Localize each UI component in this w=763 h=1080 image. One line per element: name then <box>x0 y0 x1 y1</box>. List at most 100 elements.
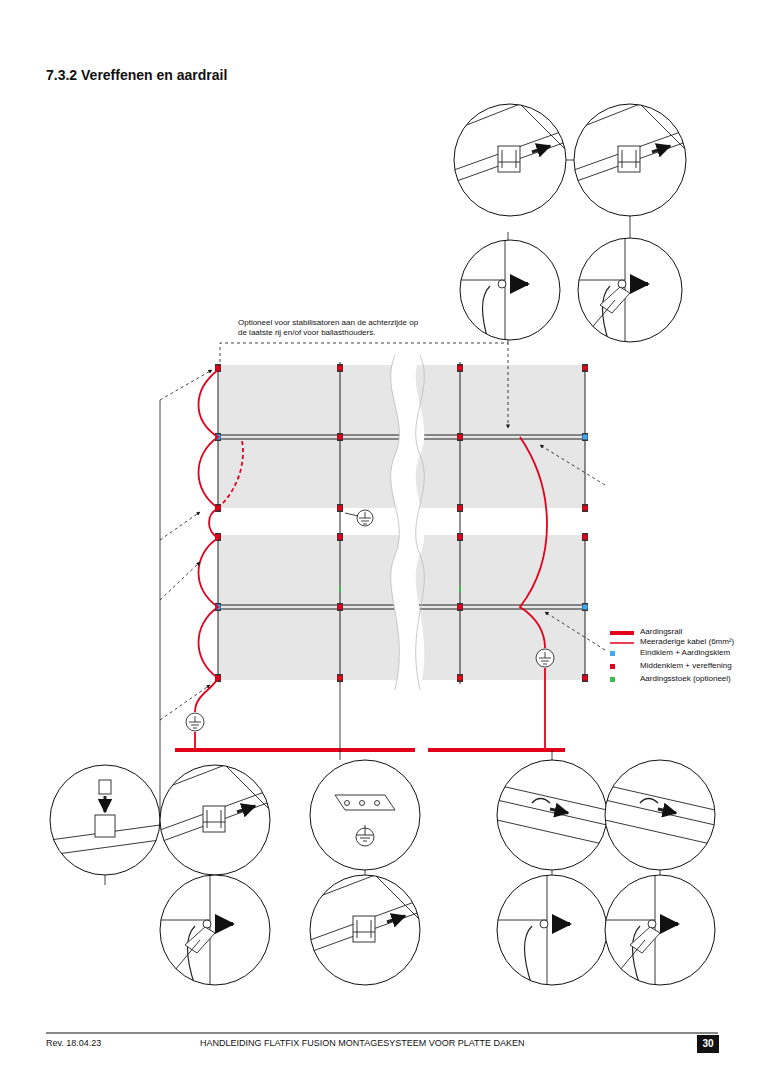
panel-field <box>338 435 343 440</box>
detail-circle <box>310 760 420 870</box>
detail-circle <box>454 104 566 216</box>
detail-circle <box>497 875 607 986</box>
detail-circle <box>574 130 686 182</box>
detail-circle <box>454 104 566 182</box>
legend-entry: Eindklem + Aardingsklem <box>606 648 756 660</box>
ground-symbol <box>345 513 358 516</box>
detail-circle <box>574 104 686 216</box>
panel-field <box>583 435 588 440</box>
detail-circle <box>345 801 350 806</box>
panel-field <box>338 676 343 681</box>
detail-circle <box>578 238 682 346</box>
detail-circle <box>618 146 640 172</box>
detail-circle <box>160 765 270 875</box>
legend-swatch <box>610 651 615 656</box>
leader-lines <box>160 400 161 815</box>
ground-symbol <box>189 512 551 728</box>
panel-field <box>457 603 463 611</box>
detail-circle <box>360 801 365 806</box>
panel-field <box>339 586 341 592</box>
earthing-cable <box>218 441 243 508</box>
earthing-cable <box>194 732 196 750</box>
detail-circle <box>215 922 233 926</box>
detail-circle <box>660 922 678 926</box>
detail-circle <box>460 240 560 340</box>
detail-circle <box>578 238 682 342</box>
detail-joins <box>365 870 366 875</box>
leader-lines <box>150 232 605 815</box>
panel-field <box>582 504 588 512</box>
panel-field <box>458 676 463 681</box>
detail-circle <box>104 796 107 812</box>
detail-circle <box>160 790 270 842</box>
detail-circle <box>460 240 560 340</box>
earthing-cable <box>199 370 219 678</box>
detail-circle <box>353 920 375 938</box>
panel-field <box>337 603 343 611</box>
legend-line-samples <box>610 633 634 643</box>
detail-circle <box>375 801 380 806</box>
detail-circle <box>497 760 607 870</box>
panel-field <box>583 535 588 540</box>
earthing-cable <box>195 678 218 712</box>
detail-circle <box>310 900 420 952</box>
detail-circle <box>605 785 715 845</box>
legend-entry: Middenklem + vereffening <box>606 661 756 673</box>
panel-field <box>457 504 463 512</box>
detail-circle <box>658 809 676 813</box>
detail-circle <box>525 926 533 986</box>
note-text: Optioneel voor stabilisatoren aan de ach… <box>238 318 428 337</box>
panel-field <box>458 506 463 511</box>
detail-circle <box>188 926 196 986</box>
leader-lines <box>160 685 210 720</box>
detail-circle <box>605 875 678 986</box>
panel-field <box>457 533 463 541</box>
detail-circle <box>353 916 375 942</box>
earthing-cable <box>520 437 547 648</box>
panel-field <box>340 362 341 684</box>
detail-circle <box>50 765 160 875</box>
detail-circle <box>605 760 715 870</box>
detail-views <box>50 104 715 986</box>
leader-lines <box>160 512 200 540</box>
panel-field <box>583 676 588 681</box>
detail-circle <box>310 760 420 870</box>
detail-circle <box>578 238 682 342</box>
detail-circle <box>160 875 270 985</box>
detail-circle <box>605 875 715 985</box>
detail-circle <box>574 104 686 216</box>
detail-circle <box>497 875 607 985</box>
earthing-rail <box>175 748 415 752</box>
panel-field <box>457 364 463 372</box>
panel-field <box>215 364 588 682</box>
panel-field <box>582 674 588 682</box>
panel-field <box>338 605 343 610</box>
detail-circle <box>497 875 607 985</box>
detail-circle <box>160 875 270 986</box>
panel-field <box>458 435 463 440</box>
legend-entry: Aardingsstoek (optioneel) <box>606 674 756 686</box>
detail-circle <box>497 760 607 870</box>
detail-circle <box>454 130 566 182</box>
legend-text: Aardingsrail <box>640 627 682 637</box>
detail-joins <box>105 875 106 885</box>
detail-circle <box>620 927 660 970</box>
detail-circle <box>618 150 640 168</box>
detail-circle <box>203 920 211 928</box>
panel-field <box>458 535 463 540</box>
detail-circle <box>310 875 420 920</box>
panel-field <box>457 433 463 441</box>
panel-field <box>458 605 463 610</box>
detail-circle <box>310 875 420 985</box>
detail-circle <box>497 785 607 845</box>
legend-line-samples <box>610 631 634 635</box>
panel-field <box>583 605 588 610</box>
detail-circle <box>590 287 630 330</box>
detail-circle <box>160 765 270 875</box>
detail-circle <box>550 809 568 813</box>
detail-circle <box>574 104 686 182</box>
detail-circle <box>498 280 506 288</box>
leader-lines <box>160 562 200 600</box>
detail-circle <box>498 146 520 172</box>
